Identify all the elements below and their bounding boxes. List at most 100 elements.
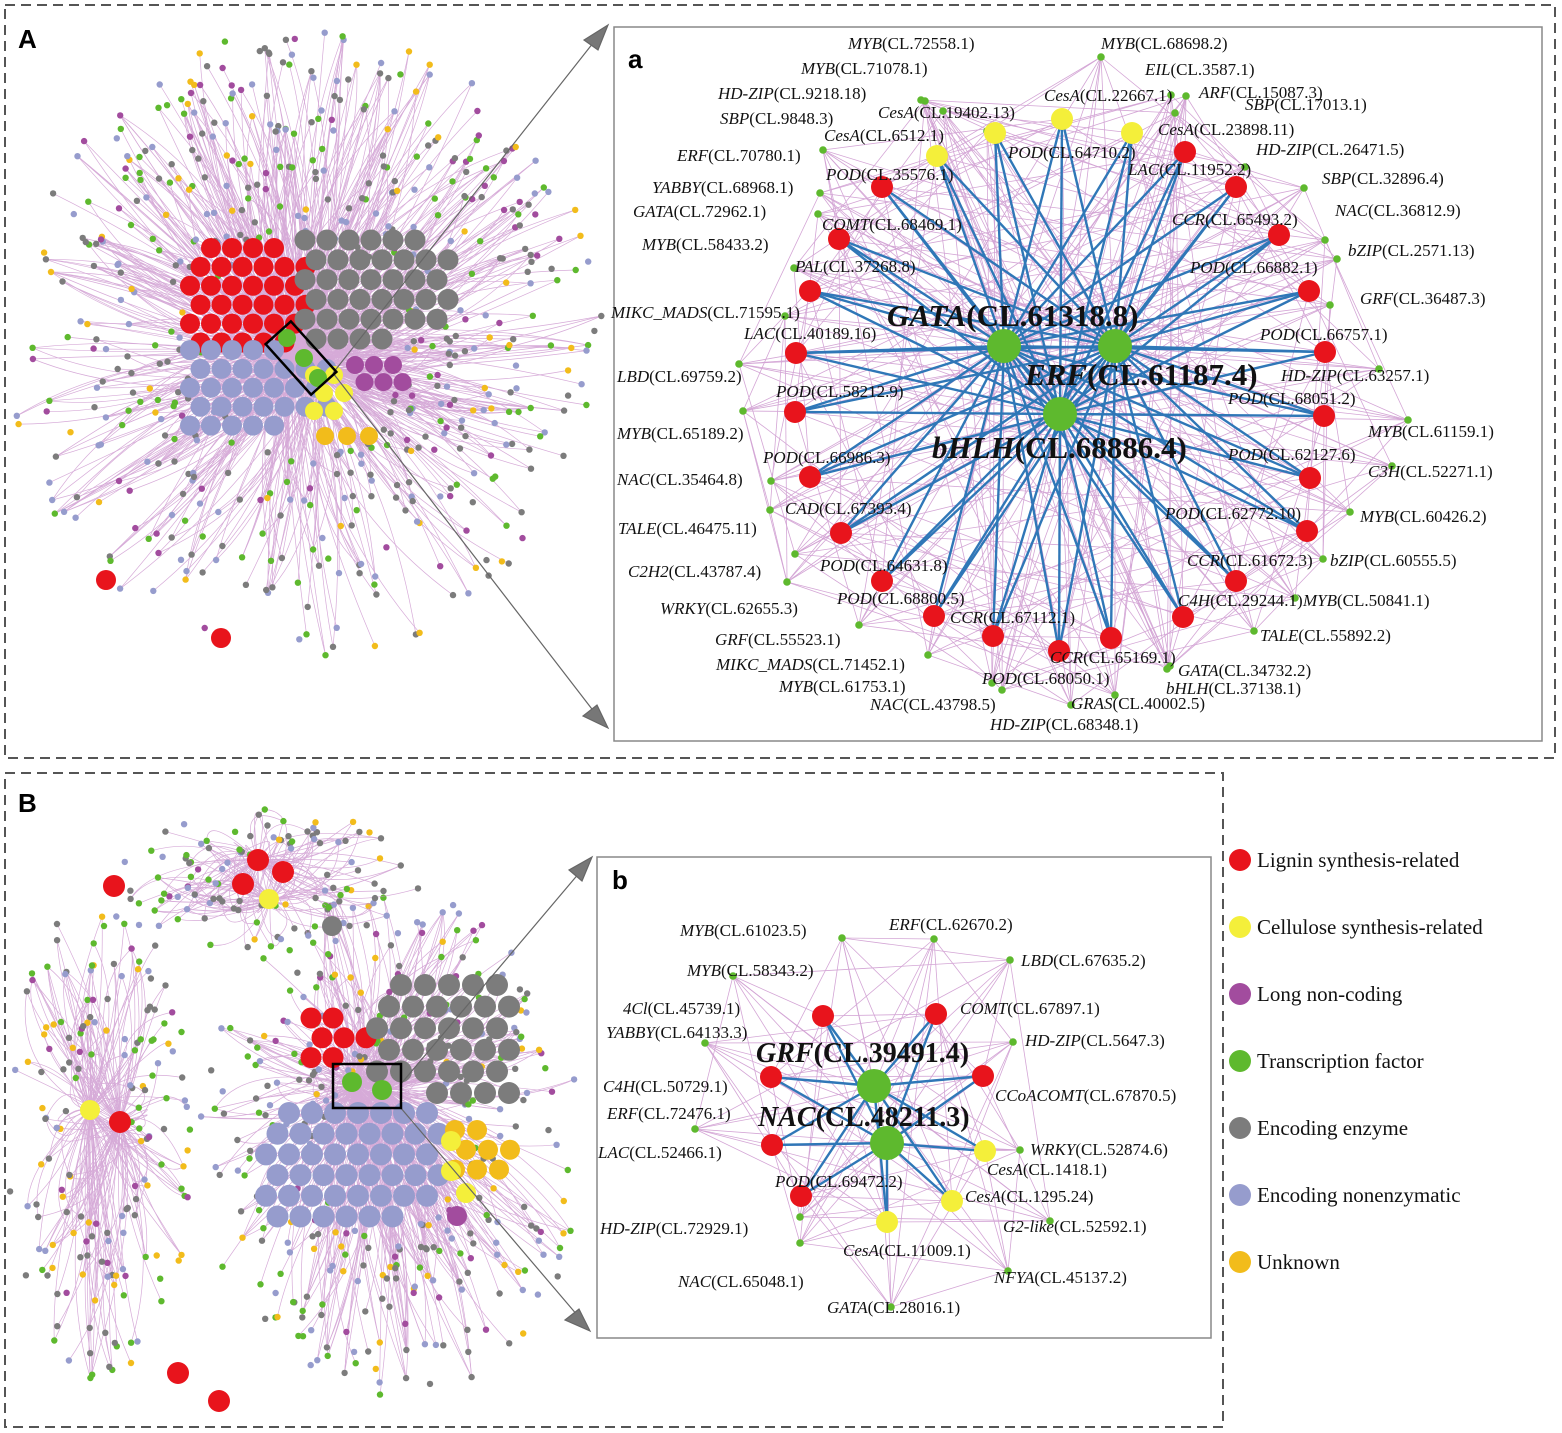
overview-b-main-small-node xyxy=(338,1243,345,1250)
inset-a-hub-node xyxy=(1098,329,1132,363)
inset-a-node-lignin xyxy=(1268,224,1290,246)
overview-a-small-node xyxy=(13,412,20,419)
overview-b-main-small-node xyxy=(262,1112,269,1119)
overview-b-main-small-node xyxy=(219,1088,226,1095)
inset-a-node-label: bZIP(CL.60555.5) xyxy=(1330,551,1457,570)
overview-b-nonenzymatic-cluster-node xyxy=(370,1143,392,1166)
overview-b-top-small-node xyxy=(212,880,219,887)
overview-b-main-small-node xyxy=(533,1225,540,1232)
overview-b-enzyme-cluster-node xyxy=(462,1017,484,1040)
inset-a-web-edge xyxy=(1166,511,1351,670)
inset-a-node-label: CCR(CL.65169.1) xyxy=(1050,648,1176,667)
overview-b-nonenzymatic-cluster-node xyxy=(278,1102,300,1124)
inset-a-node-tf xyxy=(939,107,947,115)
overview-a-small-node xyxy=(201,624,208,632)
overview-b-main-small-node xyxy=(411,1283,418,1290)
overview-a-small-node xyxy=(385,223,392,230)
overview-b-main-small-node xyxy=(465,1115,473,1123)
inset-a-web-edge xyxy=(742,410,788,583)
overview-b-main-small-node xyxy=(459,954,466,961)
overview-b-left-small-node xyxy=(110,960,118,968)
overview-a-nonenzymatic-cluster-node xyxy=(243,377,263,398)
overview-a-small-node xyxy=(379,152,387,159)
inset-a-hub-edge xyxy=(1113,345,1238,582)
overview-b-nonenzymatic-cluster-node xyxy=(347,1102,369,1124)
overview-a-small-node xyxy=(29,344,36,351)
overview-a-small-node xyxy=(505,560,512,567)
inset-a-web-edge xyxy=(770,187,1305,482)
overview-b-main-small-node xyxy=(361,1232,368,1240)
inset-b-web-edge xyxy=(732,975,824,1017)
overview-b-enzyme-cluster-node xyxy=(426,1038,448,1061)
overview-b-main-small-node xyxy=(310,1245,318,1253)
inset-a-node-tf xyxy=(781,312,789,320)
overview-a-small-node xyxy=(166,179,174,186)
inset-a-tf-edge xyxy=(1114,94,1172,347)
inset-b-hub-label: NAC(CL.48211.3) xyxy=(757,1102,970,1133)
overview-b-main-small-node xyxy=(469,1097,476,1104)
overview-a-small-node xyxy=(462,316,469,323)
inset-b-hub-label: GRF(CL.39491.4) xyxy=(756,1038,969,1069)
overview-b-main-small-node xyxy=(436,1247,443,1255)
overview-b-main-small-node xyxy=(440,1342,447,1349)
overview-b-main-small-node xyxy=(560,1230,567,1237)
inset-b-node-cellulose xyxy=(941,1190,963,1212)
overview-a-small-node xyxy=(387,409,394,416)
overview-a-small-node xyxy=(90,262,98,270)
inset-a-node-label: MYB(CL.61753.1) xyxy=(778,677,906,696)
overview-a-small-node xyxy=(223,182,230,189)
overview-a-small-node xyxy=(357,451,365,458)
overview-a-small-node xyxy=(122,165,129,172)
overview-b-main-small-node xyxy=(556,1244,564,1252)
inset-a-hub-edge xyxy=(794,344,1005,414)
overview-b-left-small-node xyxy=(122,1272,129,1280)
overview-a-small-node xyxy=(437,493,444,500)
inset-a-web-edge xyxy=(1174,112,1246,168)
overview-b-main-small-node xyxy=(247,1147,254,1155)
overview-b-enzyme-cluster-node xyxy=(438,1060,460,1083)
overview-a-small-node xyxy=(333,624,340,631)
overview-b-top-small-node xyxy=(151,907,158,914)
overview-a-small-node xyxy=(249,113,256,120)
overview-b-left-edge xyxy=(65,1109,91,1217)
inset-a-hub-edge xyxy=(1002,345,1185,618)
overview-b-main-small-node xyxy=(454,927,461,934)
overview-a-small-node xyxy=(179,490,187,498)
overview-b-left-small-node xyxy=(178,1028,185,1036)
overview-a-small-node xyxy=(117,112,124,119)
overview-b-nonenzymatic-cluster-node xyxy=(335,1122,358,1145)
inset-a-hub-edge xyxy=(1058,118,1064,415)
overview-b-main-small-node xyxy=(372,930,380,938)
overview-b-left-edge xyxy=(75,1109,109,1277)
overview-b-left-small-node xyxy=(88,962,96,969)
overview-a-edge xyxy=(319,369,564,457)
overview-a-edge xyxy=(191,344,286,555)
overview-a-small-node xyxy=(302,206,310,213)
inset-a-tf-edge xyxy=(817,213,1116,347)
overview-a-small-node xyxy=(279,59,287,66)
inset-a-tf-edge xyxy=(1114,345,1393,467)
overview-b-left-small-node xyxy=(35,1213,42,1221)
overview-b-left-edge xyxy=(74,1109,91,1379)
overview-b-main-small-node xyxy=(284,1018,291,1026)
overview-b-left-small-node xyxy=(137,1036,144,1043)
overview-b-left-edge xyxy=(91,1053,121,1123)
overview-b-top-small-node xyxy=(264,822,271,829)
overview-b-left-edge xyxy=(118,945,156,1123)
inset-a-node-lignin xyxy=(830,522,852,544)
overview-b-main-small-node xyxy=(432,1341,440,1349)
overview-a-small-node xyxy=(456,445,464,452)
inset-a-web-edge xyxy=(1114,151,1186,696)
overview-a-small-node xyxy=(465,590,472,597)
inset-a-web-edge xyxy=(840,532,1324,560)
overview-b-left-small-node xyxy=(153,1252,160,1259)
overview-b-main-small-node xyxy=(470,1240,477,1247)
overview-b-left-small-node xyxy=(22,1272,30,1279)
inset-a-tf-edge xyxy=(1003,239,1326,347)
inset-a-node-label: POD(CL.68051.2) xyxy=(1227,389,1356,408)
overview-b-left-small-node xyxy=(41,1031,48,1038)
overview-b-enzyme-cluster-node xyxy=(366,1017,388,1040)
overview-a-small-node xyxy=(345,205,353,212)
overview-a-edge xyxy=(319,369,530,450)
overview-b-main-small-node xyxy=(564,1166,571,1174)
